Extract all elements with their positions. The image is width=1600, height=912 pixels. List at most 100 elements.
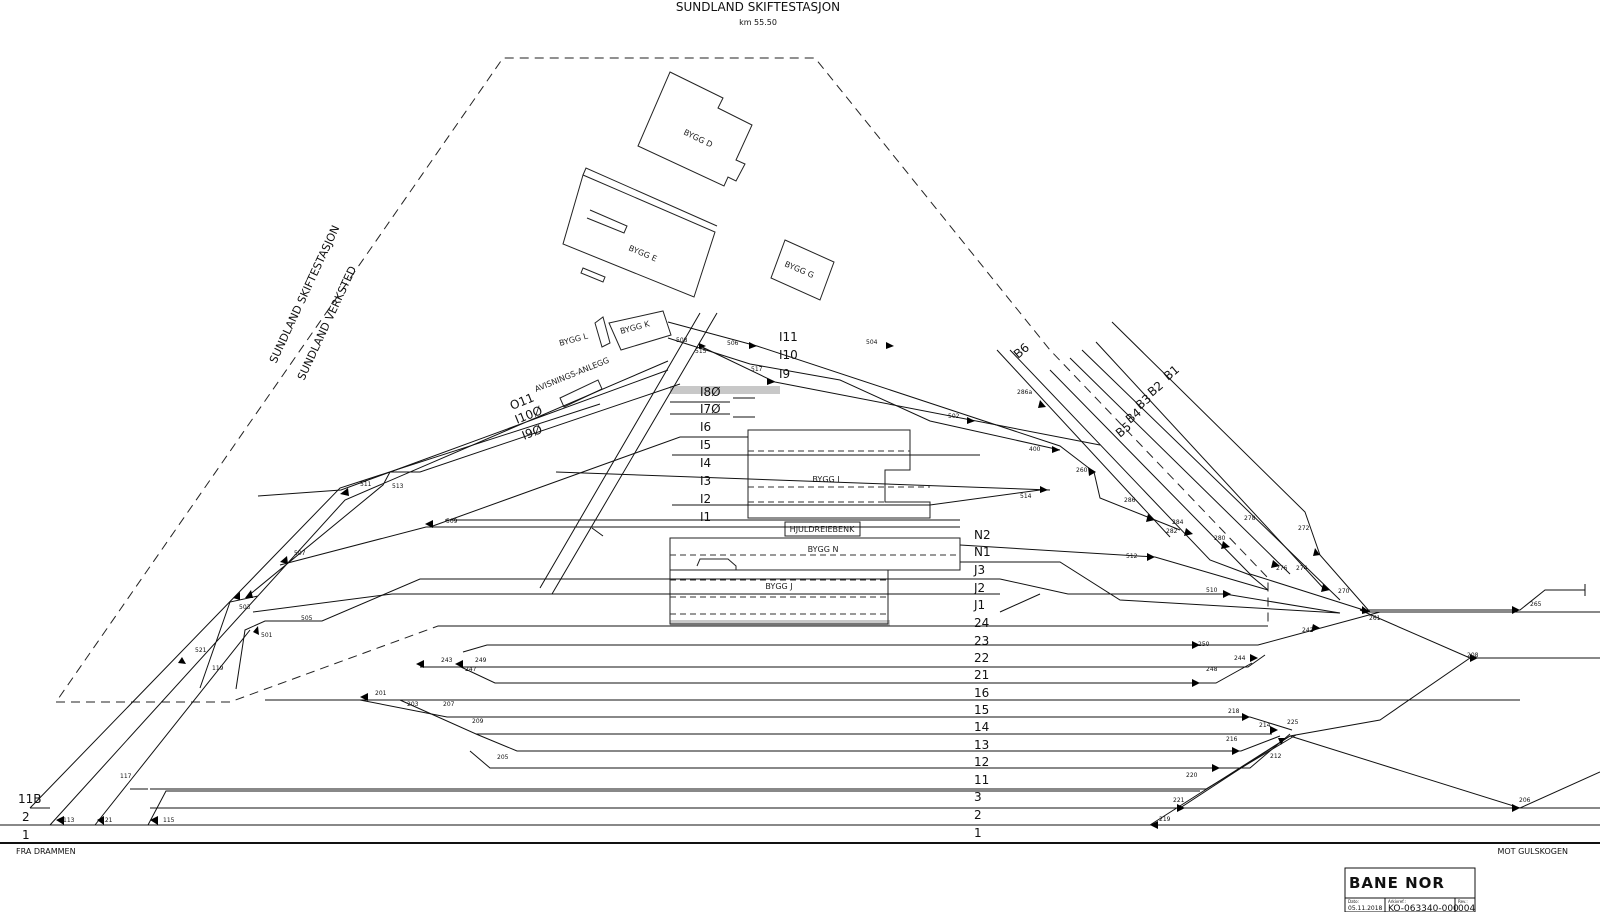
platform-i8 (670, 386, 780, 394)
label-23: 23 (974, 634, 989, 648)
svg-text:AVISNINGS-ANLEGG: AVISNINGS-ANLEGG (533, 356, 610, 394)
svg-text:244: 244 (1234, 655, 1246, 662)
bygg-g: BYGG G (770, 239, 835, 301)
svg-text:250: 250 (1198, 641, 1210, 648)
track-2-link (1149, 657, 1600, 826)
svg-text:BYGG N: BYGG N (808, 545, 839, 554)
label-n2: N2 (974, 528, 991, 542)
verksted-area-label: SUNDLAND SKIFTESTASJON (267, 223, 342, 365)
bygg-j: BYGG J (669, 558, 889, 625)
svg-text:400: 400 (1029, 446, 1041, 453)
track-i2 (672, 489, 1041, 506)
svg-text:Arkivref.:: Arkivref.: (1388, 899, 1406, 904)
label-n1: N1 (974, 545, 991, 559)
svg-text:BYGG D: BYGG D (682, 128, 714, 150)
svg-text:220: 220 (1186, 772, 1198, 779)
track-b6-b (1009, 349, 1269, 591)
label-i6: I6 (700, 420, 711, 434)
label-15: 15 (974, 703, 989, 717)
track-206-link (1289, 735, 1600, 809)
svg-text:219: 219 (1159, 816, 1171, 823)
svg-text:508: 508 (676, 337, 688, 344)
svg-text:119: 119 (212, 665, 224, 672)
hjuldreiebenk: HJULDREIEBENK (784, 521, 861, 537)
area-boundary (55, 57, 1269, 703)
label-i2: I2 (700, 492, 711, 506)
svg-text:501: 501 (261, 632, 273, 639)
svg-text:249: 249 (475, 657, 487, 664)
svg-text:117: 117 (120, 773, 132, 780)
track-13 (475, 733, 1281, 752)
svg-text:242: 242 (1302, 627, 1314, 634)
track-11 (130, 734, 1297, 790)
svg-text:BYGG I: BYGG I (812, 475, 839, 484)
svg-text:BYGG J: BYGG J (765, 582, 792, 591)
title-block: BANE NOR Dato: 05.11.2018 Arkivref.: KO-… (1344, 867, 1476, 912)
svg-text:260: 260 (1076, 467, 1088, 474)
label-11: 11 (974, 773, 989, 787)
label-b6: B6 (1011, 340, 1032, 361)
svg-text:517: 517 (751, 366, 763, 373)
label-i4: I4 (700, 456, 711, 470)
svg-text:004: 004 (1458, 904, 1475, 912)
track-b2 (1095, 341, 1326, 591)
bygg-d: BYGG D (637, 71, 753, 187)
svg-text:115: 115 (163, 817, 175, 824)
track-j2-lead (235, 578, 1000, 690)
svg-text:BYGG E: BYGG E (627, 244, 658, 264)
svg-text:201: 201 (375, 690, 387, 697)
svg-text:05.11.2018: 05.11.2018 (1348, 905, 1383, 912)
track-b5 (1049, 369, 1371, 613)
label-22: 22 (974, 651, 989, 665)
label-i10: I10 (779, 348, 798, 362)
svg-text:207: 207 (443, 701, 455, 708)
overbridge (539, 312, 718, 595)
avisningsanlegg: AVISNINGS-ANLEGG (533, 356, 611, 408)
direction-right: MOT GULSKOGEN (1497, 847, 1568, 856)
svg-text:505: 505 (301, 615, 313, 622)
label-i7: I7Ø (700, 402, 721, 416)
label-1: 1 (974, 826, 982, 840)
svg-text:216: 216 (1226, 736, 1238, 743)
label-2: 2 (974, 808, 982, 822)
svg-text:203: 203 (407, 701, 419, 708)
svg-text:205: 205 (497, 754, 509, 761)
label-1-left: 1 (22, 828, 30, 842)
track-208 (1359, 609, 1471, 659)
label-j1: J1 (973, 598, 985, 612)
svg-text:247: 247 (465, 666, 477, 673)
track-22 (420, 654, 1266, 668)
label-2-left: 2 (22, 810, 30, 824)
svg-text:243: 243 (441, 657, 453, 664)
svg-text:280: 280 (1214, 535, 1226, 542)
track-b4 (1069, 357, 1291, 575)
svg-text:507: 507 (294, 550, 306, 557)
label-3: 3 (974, 790, 982, 804)
label-i9-angled: I9Ø (520, 422, 544, 443)
label-24: 24 (974, 616, 989, 630)
track-265 (1360, 584, 1586, 611)
label-b1: B1 (1161, 362, 1182, 383)
track-b6 (996, 349, 1171, 538)
track-n2-lead (279, 526, 960, 566)
track-i3 (555, 471, 1051, 491)
track-i11 (667, 321, 1181, 531)
svg-text:208: 208 (1467, 652, 1479, 659)
svg-text:278: 278 (1244, 515, 1256, 522)
svg-text:509: 509 (446, 518, 458, 525)
track-i5-lead (429, 436, 748, 528)
label-i5: I5 (700, 438, 711, 452)
label-11b-left: 11B (18, 792, 42, 806)
svg-text:502: 502 (948, 413, 960, 420)
svg-text:218: 218 (1228, 708, 1240, 715)
track-j2 (999, 578, 1341, 614)
svg-text:Rev.:: Rev.: (1458, 899, 1468, 904)
svg-text:261: 261 (1369, 615, 1381, 622)
track-23 (462, 611, 1381, 653)
svg-text:512: 512 (1126, 553, 1138, 560)
bygg-e: BYGG E (562, 167, 718, 298)
svg-text:284: 284 (1172, 519, 1184, 526)
svg-text:KO-063340-000: KO-063340-000 (1388, 904, 1459, 912)
